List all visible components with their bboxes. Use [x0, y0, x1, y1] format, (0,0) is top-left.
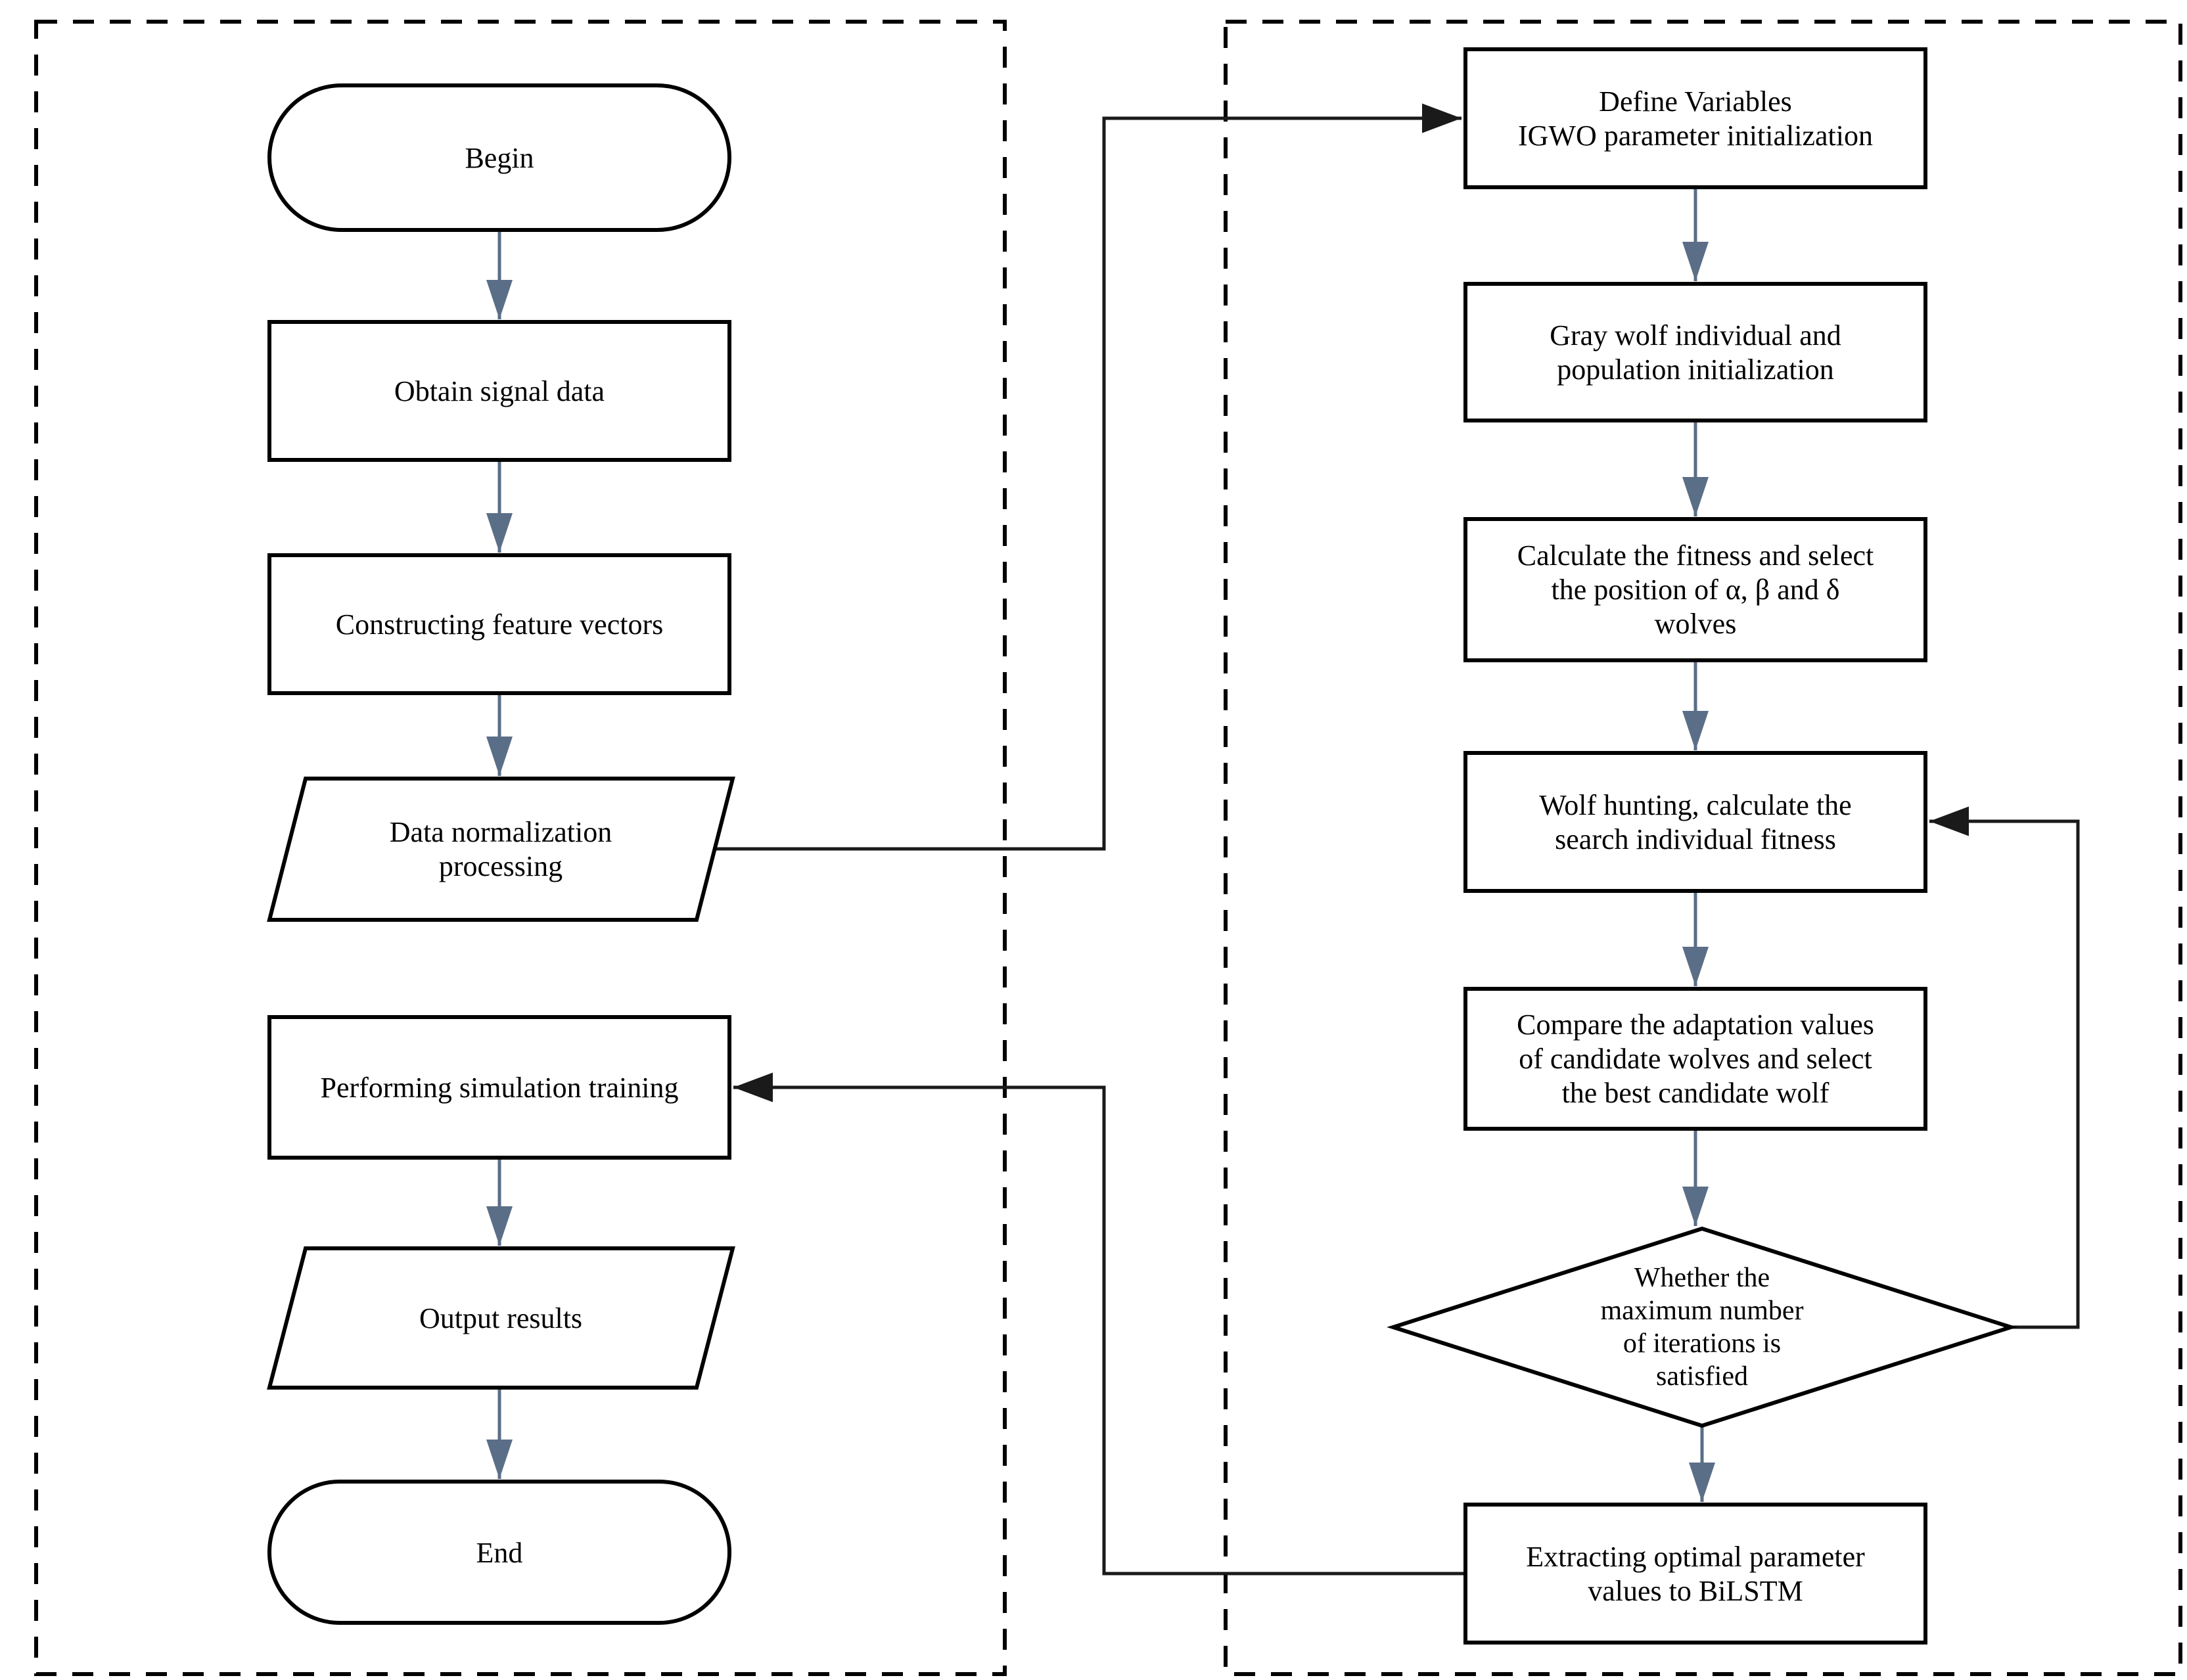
- process-shape: [1463, 1503, 1927, 1645]
- data-shape: [267, 1246, 735, 1390]
- process-shape: [267, 553, 731, 695]
- terminator-shape: [267, 1480, 731, 1625]
- process-shape: [1463, 751, 1927, 893]
- node-construct: Constructing feature vectors: [267, 553, 731, 695]
- process-shape: [267, 1015, 731, 1160]
- process-shape: [1463, 987, 1927, 1131]
- node-end-label: End: [476, 1537, 523, 1569]
- node-perform-label: Performing simulation training: [320, 1072, 678, 1104]
- node-begin: Begin: [267, 83, 731, 232]
- node-begin-label: Begin: [465, 142, 534, 174]
- left-dashed-container: [34, 20, 1007, 1676]
- right-dashed-container: [1224, 20, 2182, 1676]
- connector-normalize-to-define: [714, 103, 1462, 851]
- node-perform: Performing simulation training: [267, 1015, 731, 1160]
- node-construct-label: Constructing feature vectors: [336, 608, 664, 641]
- connector-decision-loop-to-hunting: [1929, 806, 2080, 1329]
- connector-extract-to-perform: [733, 1072, 1465, 1576]
- decision-shape: [1387, 1226, 2017, 1428]
- terminator-shape: [267, 83, 731, 232]
- node-output: Output results: [267, 1246, 735, 1390]
- data-shape: [267, 777, 735, 922]
- node-obtain: Obtain signal data: [267, 320, 731, 462]
- process-shape: [1463, 282, 1927, 422]
- process-shape: [1463, 47, 1927, 189]
- process-shape: [1463, 517, 1927, 662]
- node-output-label: Output results: [419, 1302, 582, 1334]
- node-obtain-label: Obtain signal data: [394, 375, 605, 407]
- node-end: End: [267, 1480, 731, 1625]
- process-shape: [267, 320, 731, 462]
